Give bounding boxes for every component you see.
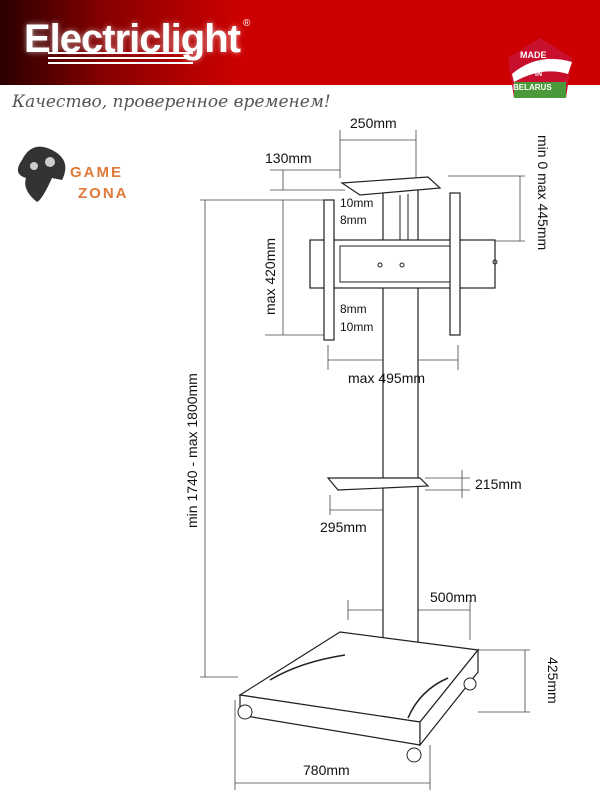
badge-belarus: BELARUS [513, 83, 552, 92]
wheel-icon [406, 747, 422, 763]
gamezona-zona: ZONA [78, 185, 129, 202]
dim-mount-width: max 495mm [348, 370, 425, 386]
dim-mid-shelf-depth: 215mm [475, 476, 522, 492]
gamezona-game: GAME [70, 164, 123, 181]
dimension-lines [200, 130, 530, 790]
dim-top-shelf-height: min 0 max 445mm [535, 135, 551, 250]
dim-base-width: 780mm [303, 762, 350, 778]
registered-mark: ® [242, 18, 251, 29]
middle-shelf [326, 477, 430, 491]
badge-in: IN [535, 71, 542, 78]
dim-mount-bottom-8: 8mm [340, 302, 367, 316]
brand-header [0, 0, 600, 85]
wheel-icon [463, 677, 477, 691]
dim-base-height: 425mm [545, 657, 561, 704]
dim-mid-shelf-width: 295mm [320, 519, 367, 535]
slogan: Качество, проверенное временем! [12, 92, 331, 112]
electriclight-logo: Electriclight [24, 17, 241, 61]
dim-mount-bottom-10: 10mm [340, 320, 373, 334]
dim-top-shelf-depth: 130mm [265, 150, 312, 166]
dim-mount-top-8: 8mm [340, 213, 367, 227]
dim-base-depth: 500mm [430, 589, 477, 605]
wheel-icon [237, 704, 253, 720]
dim-mount-top-10: 10mm [340, 196, 373, 210]
dim-top-shelf-width: 250mm [350, 115, 397, 131]
logo-stripes [48, 52, 193, 66]
dim-mount-height: max 420mm [262, 238, 278, 315]
made-in-belarus-badge [508, 38, 572, 98]
badge-made: MADE [520, 50, 547, 60]
dim-total-height: min 1740 - max 1800mm [184, 373, 200, 528]
gamepad-icon [17, 146, 66, 202]
mount-rail-left [323, 199, 335, 341]
mount-rail-right [449, 192, 461, 336]
logo-group: Electriclight® [24, 14, 250, 64]
top-shelf [340, 176, 442, 196]
